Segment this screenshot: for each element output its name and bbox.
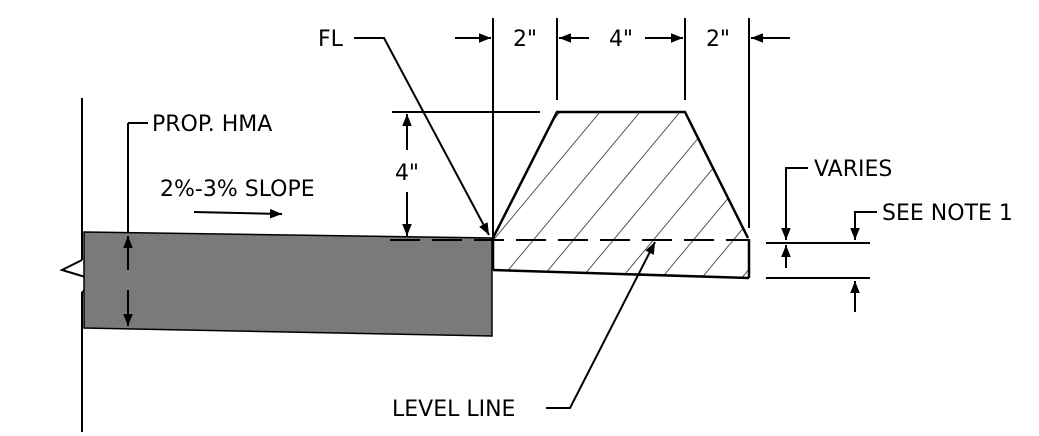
level-line-leader bbox=[546, 241, 656, 409]
level-line-label: LEVEL LINE bbox=[392, 397, 515, 422]
dim-right-label: 2" bbox=[706, 27, 730, 52]
varies-label: VARIES bbox=[814, 157, 892, 182]
prop-hma-label: PROP. HMA bbox=[152, 112, 272, 137]
dim-left-label: 2" bbox=[513, 27, 537, 52]
dim-mid-label: 4" bbox=[609, 27, 633, 52]
slope-arrow bbox=[193, 208, 283, 219]
height-dimension bbox=[392, 111, 540, 236]
curb-hatch bbox=[493, 112, 749, 278]
fl-label: FL bbox=[318, 27, 344, 52]
see-note-label: SEE NOTE 1 bbox=[882, 201, 1013, 226]
fl-leader bbox=[354, 37, 490, 236]
right-dimensions bbox=[766, 167, 877, 312]
curb-section bbox=[491, 110, 751, 280]
slope-label: 2%-3% SLOPE bbox=[160, 177, 315, 202]
top-dimensions bbox=[455, 18, 790, 240]
height-label: 4" bbox=[395, 161, 419, 186]
hma-pavement bbox=[83, 231, 493, 337]
